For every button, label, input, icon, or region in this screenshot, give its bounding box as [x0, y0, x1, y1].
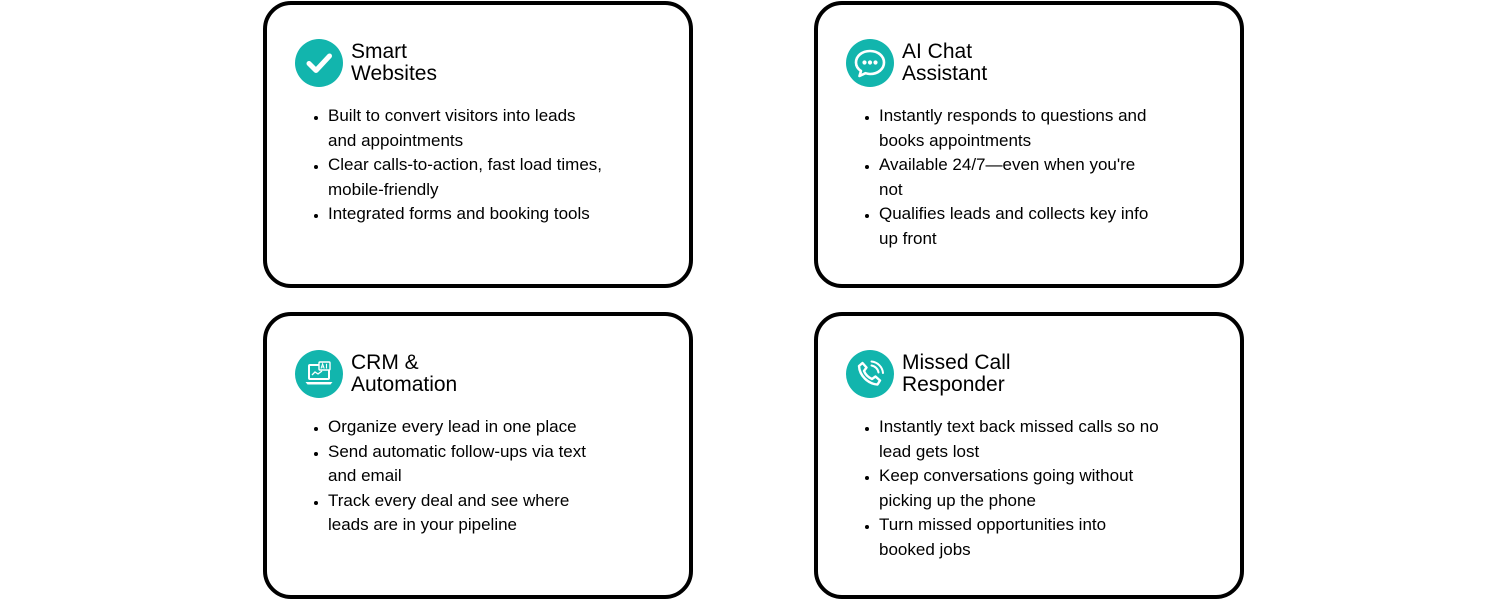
card-ai-chat-assistant: AI Chat Assistant Instantly responds to …	[814, 1, 1244, 288]
feature-item: Track every deal and see where leads are…	[328, 489, 608, 538]
feature-list: Instantly text back missed calls so no l…	[861, 415, 1159, 562]
chat-bubble-icon	[846, 39, 894, 87]
feature-list: Built to convert visitors into leads and…	[310, 104, 608, 227]
feature-item: Instantly responds to questions and book…	[879, 104, 1159, 153]
feature-item: Organize every lead in one place	[328, 415, 608, 440]
card-title: Missed Call Responder	[902, 352, 1052, 396]
card-title-line1: Smart	[351, 40, 408, 63]
card-title-line1: AI Chat	[902, 40, 973, 63]
checkmark-icon	[295, 39, 343, 87]
card-title-line2: Responder	[902, 373, 1005, 396]
card-title: Smart Websites	[351, 41, 501, 85]
card-header: Smart Websites	[295, 39, 501, 87]
laptop-ai-icon	[295, 350, 343, 398]
card-header: AI Chat Assistant	[846, 39, 1052, 87]
card-title-line1: Missed Call	[902, 351, 1011, 374]
card-title-line1: CRM &	[351, 351, 419, 374]
feature-item: Available 24/7—even when you're not	[879, 153, 1159, 202]
card-title-line2: Automation	[351, 373, 458, 396]
feature-item: Clear calls-to-action, fast load times, …	[328, 153, 608, 202]
card-title: AI Chat Assistant	[902, 41, 1052, 85]
card-title-line2: Assistant	[902, 62, 988, 85]
feature-list: Instantly responds to questions and book…	[861, 104, 1159, 251]
card-missed-call-responder: Missed Call Responder Instantly text bac…	[814, 312, 1244, 599]
feature-list: Organize every lead in one place Send au…	[310, 415, 608, 538]
card-header: CRM & Automation	[295, 350, 501, 398]
feature-item: Qualifies leads and collects key info up…	[879, 202, 1159, 251]
card-header: Missed Call Responder	[846, 350, 1052, 398]
card-smart-websites: Smart Websites Built to convert visitors…	[263, 1, 693, 288]
card-crm-automation: CRM & Automation Organize every lead in …	[263, 312, 693, 599]
feature-item: Built to convert visitors into leads and…	[328, 104, 608, 153]
feature-item: Integrated forms and booking tools	[328, 202, 608, 227]
feature-item: Keep conversations going without picking…	[879, 464, 1159, 513]
card-title-line2: Websites	[351, 62, 437, 85]
feature-item: Turn missed opportunities into booked jo…	[879, 513, 1159, 562]
card-title: CRM & Automation	[351, 352, 501, 396]
phone-icon	[846, 350, 894, 398]
feature-item: Send automatic follow-ups via text and e…	[328, 440, 608, 489]
feature-item: Instantly text back missed calls so no l…	[879, 415, 1159, 464]
